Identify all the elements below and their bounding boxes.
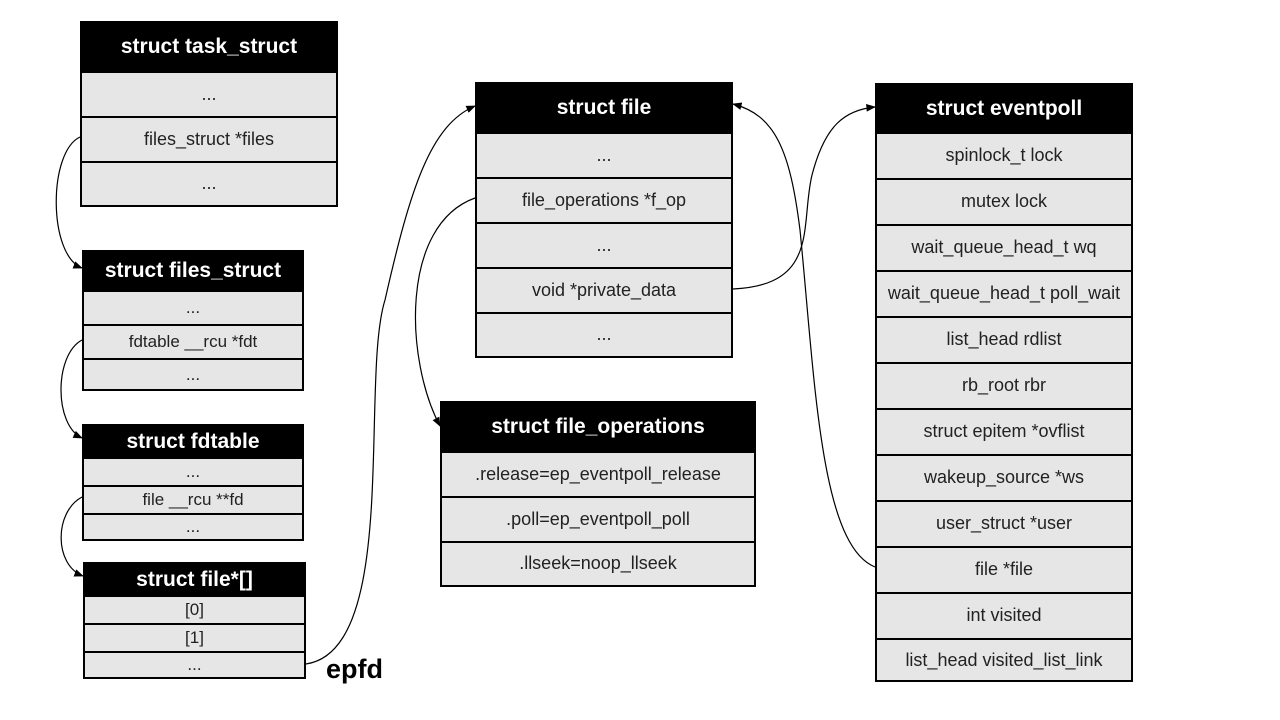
- eventpoll-field: mutex lock: [877, 178, 1131, 224]
- eventpoll-title: struct eventpoll: [877, 85, 1131, 132]
- eventpoll-field: list_head visited_list_link: [877, 638, 1131, 682]
- fdtable-title: struct fdtable: [84, 426, 302, 457]
- files-struct-box: struct files_struct ... fdtable __rcu *f…: [82, 250, 304, 391]
- arrow-private-data-to-eventpoll: [732, 104, 876, 290]
- files-struct-field: ...: [84, 290, 302, 324]
- file-array-box: struct file*[] [0] [1] ...: [83, 562, 306, 679]
- eventpoll-field: wait_queue_head_t wq: [877, 224, 1131, 270]
- eventpoll-field: struct epitem *ovflist: [877, 408, 1131, 454]
- eventpoll-field: rb_root rbr: [877, 362, 1131, 408]
- file-operations-field: .llseek=noop_llseek: [442, 541, 754, 585]
- file-operations-title: struct file_operations: [442, 403, 754, 451]
- eventpoll-field: wait_queue_head_t poll_wait: [877, 270, 1131, 316]
- arrow-task-to-files-struct: [55, 136, 83, 269]
- file-field: file_operations *f_op: [477, 177, 731, 222]
- eventpoll-field: int visited: [877, 592, 1131, 638]
- file-array-field: ...: [85, 651, 304, 677]
- arrow-files-struct-to-fdtable: [60, 339, 83, 439]
- file-operations-field: .poll=ep_eventpoll_poll: [442, 496, 754, 541]
- file-box: struct file ... file_operations *f_op ..…: [475, 82, 733, 358]
- file-field: ...: [477, 222, 731, 267]
- file-array-field: [0]: [85, 595, 304, 623]
- eventpoll-field: user_struct *user: [877, 500, 1131, 546]
- file-operations-box: struct file_operations .release=ep_event…: [440, 401, 756, 587]
- fdtable-field: file __rcu **fd: [84, 485, 302, 513]
- fdtable-field: ...: [84, 513, 302, 539]
- arrow-fop-to-file-operations: [414, 197, 476, 427]
- file-field: void *private_data: [477, 267, 731, 312]
- task-struct-title: struct task_struct: [82, 23, 336, 71]
- task-struct-field: ...: [82, 71, 336, 116]
- files-struct-title: struct files_struct: [84, 252, 302, 290]
- file-array-title: struct file*[]: [85, 564, 304, 595]
- file-field: ...: [477, 132, 731, 177]
- files-struct-field: fdtable __rcu *fdt: [84, 324, 302, 358]
- eventpoll-field: wakeup_source *ws: [877, 454, 1131, 500]
- task-struct-field: ...: [82, 161, 336, 205]
- task-struct-field: files_struct *files: [82, 116, 336, 161]
- eventpoll-box: struct eventpoll spinlock_t lock mutex l…: [875, 83, 1133, 682]
- eventpoll-field: list_head rdlist: [877, 316, 1131, 362]
- eventpoll-field: file *file: [877, 546, 1131, 592]
- files-struct-field: ...: [84, 358, 302, 391]
- file-title: struct file: [477, 84, 731, 132]
- file-array-field: [1]: [85, 623, 304, 651]
- eventpoll-field: spinlock_t lock: [877, 132, 1131, 178]
- file-field: ...: [477, 312, 731, 356]
- fdtable-box: struct fdtable ... file __rcu **fd ...: [82, 424, 304, 541]
- fdtable-field: ...: [84, 457, 302, 485]
- arrow-fdtable-to-file-array: [60, 496, 84, 577]
- file-operations-field: .release=ep_eventpoll_release: [442, 451, 754, 496]
- task-struct-box: struct task_struct ... files_struct *fil…: [80, 21, 338, 207]
- epfd-label: epfd: [326, 654, 383, 684]
